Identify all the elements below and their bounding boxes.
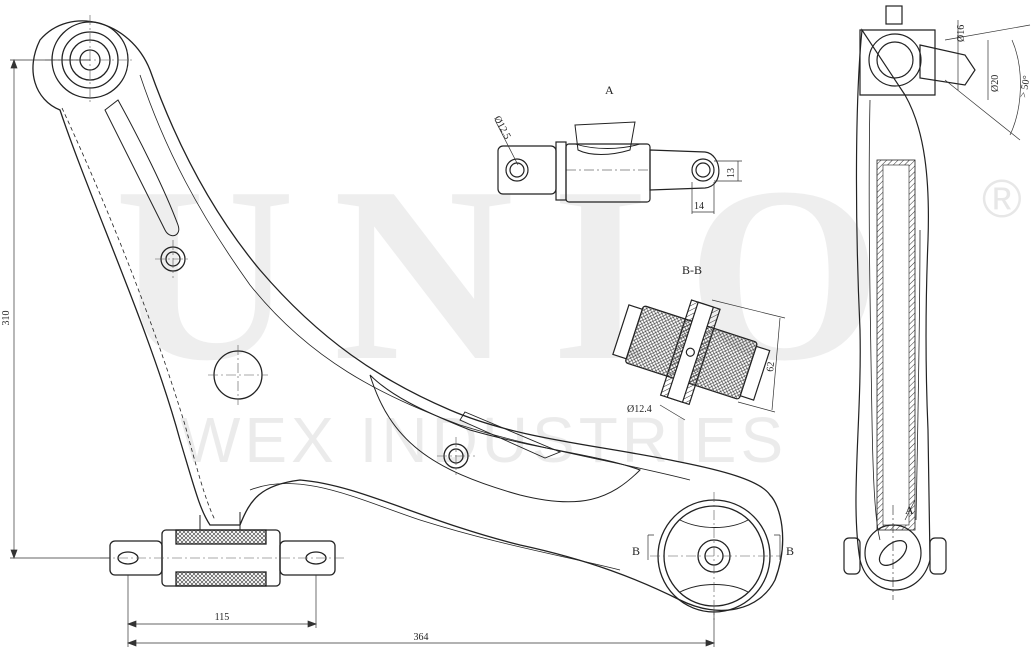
- section-b-b-dimensions: [659, 299, 786, 421]
- side-view-label: A: [905, 503, 914, 517]
- dim-section-length: 62: [765, 361, 777, 372]
- detail-a-dimensions: [494, 119, 742, 214]
- dim-detail-a-width: 14: [694, 201, 704, 212]
- section-b-b: [612, 299, 771, 406]
- dim-ball-joint-dia-2: Ø20: [990, 75, 1001, 92]
- section-marker-right: B: [786, 544, 794, 558]
- main-dimensions: [10, 59, 781, 647]
- dim-bushing-offset: 115: [215, 612, 230, 623]
- dim-detail-a-height: 13: [726, 168, 737, 178]
- dim-ball-joint-dia-1: Ø16: [956, 25, 967, 42]
- detail-a-bushing: [497, 121, 720, 203]
- watermark-registered-mark: ®: [982, 169, 1022, 229]
- control-arm-side-view: [843, 5, 976, 600]
- detail-a-label: A: [605, 83, 614, 97]
- dim-overall-height: 310: [1, 311, 12, 326]
- dim-detail-a-hole: Ø12.5: [491, 114, 512, 141]
- section-b-b-label: B-B: [682, 263, 702, 277]
- side-view-dimensions: [904, 20, 1031, 521]
- dim-ball-joint-angle: > 50°: [1018, 75, 1033, 99]
- section-marker-left: B: [632, 544, 640, 558]
- dim-overall-length: 364: [414, 632, 429, 643]
- dim-section-bore: Ø12.4: [627, 404, 652, 415]
